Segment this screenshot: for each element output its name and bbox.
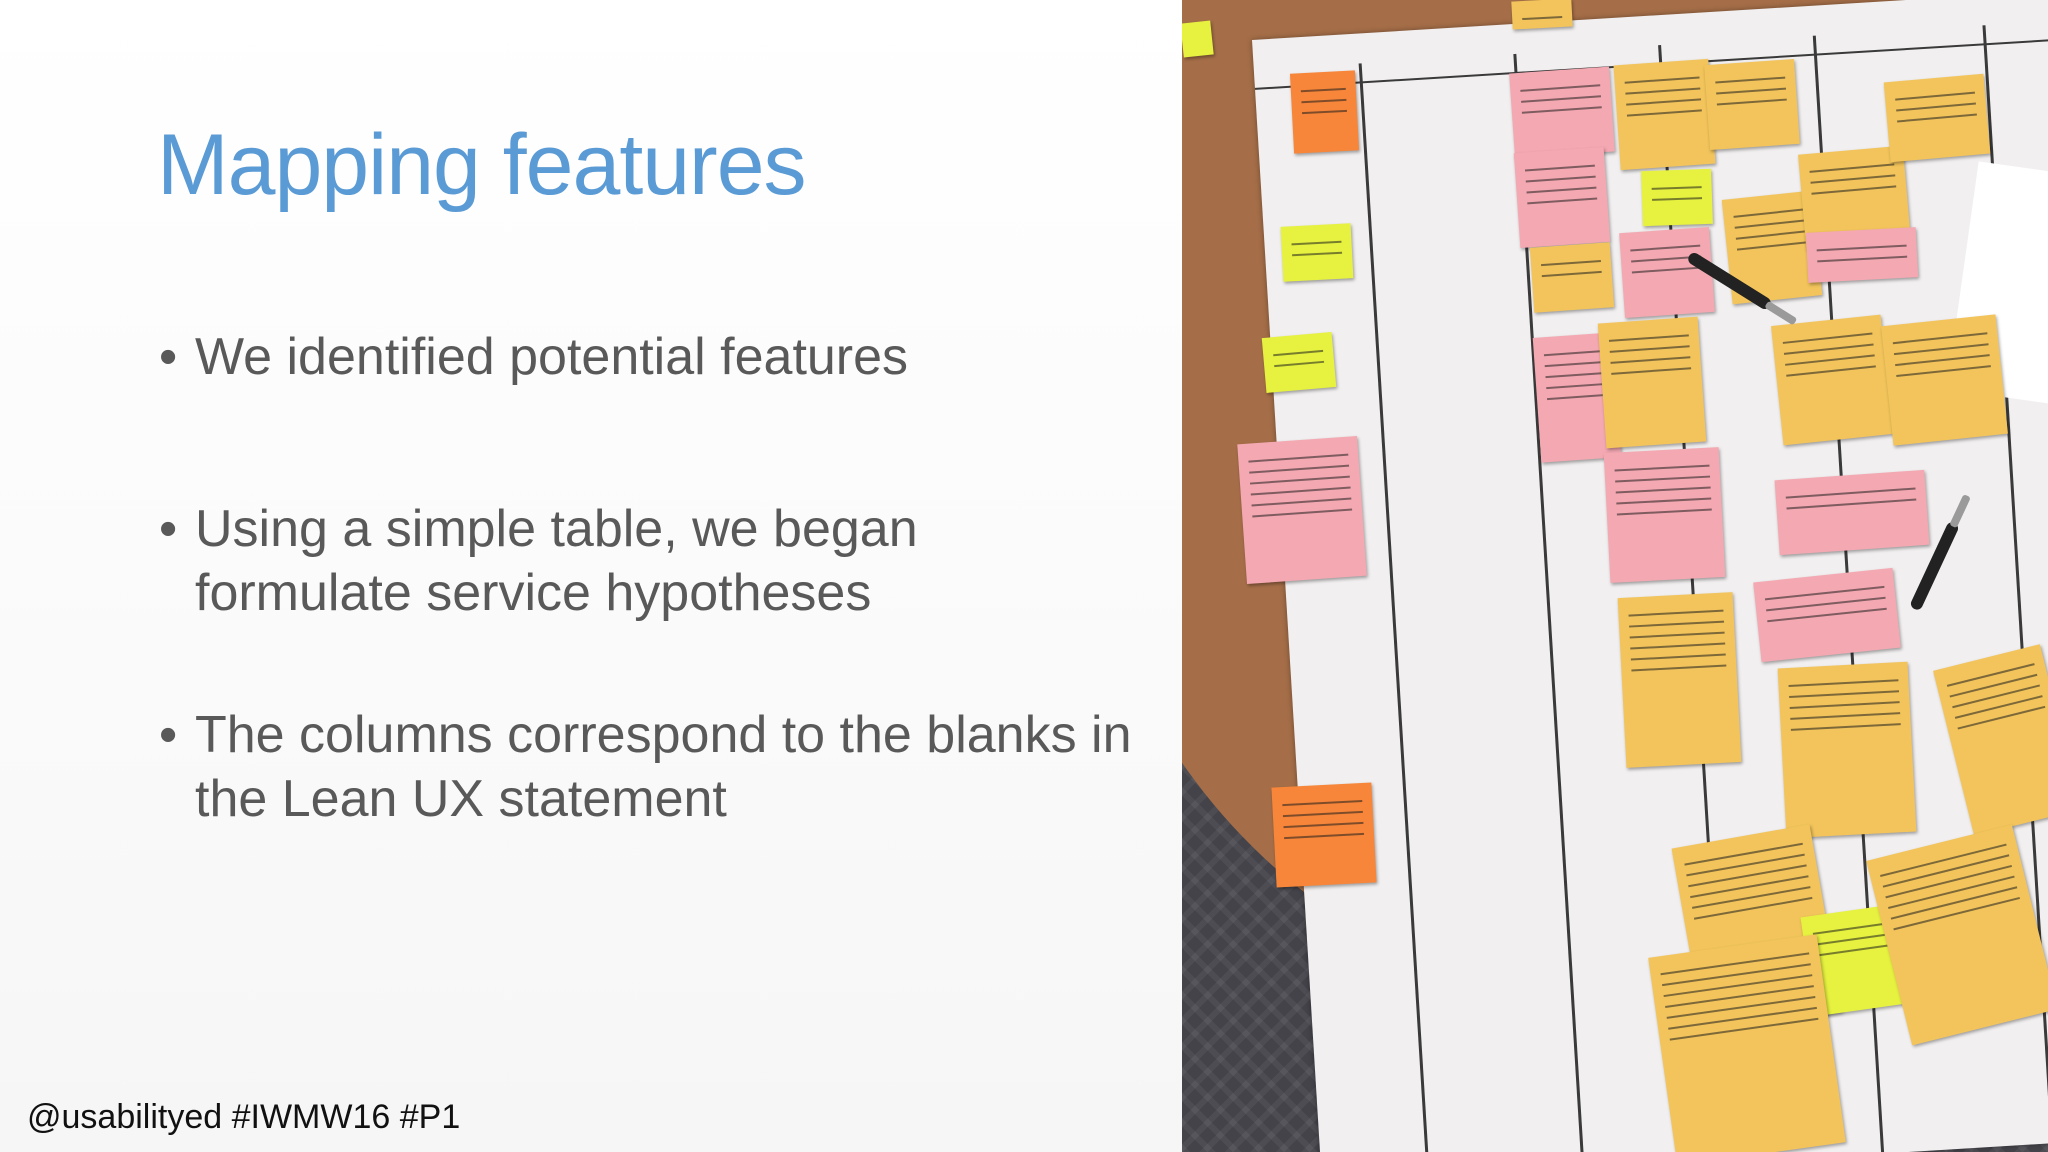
sticky-note — [1289, 70, 1360, 154]
bullet-text: Using a simple table, we began formulate… — [195, 500, 918, 622]
sticky-note — [1641, 168, 1713, 227]
sticky-note — [1280, 223, 1354, 282]
sticky-note — [1613, 58, 1716, 171]
sticky-note — [1237, 435, 1367, 585]
bullet-glyph: • — [159, 328, 178, 386]
sticky-note — [1261, 332, 1337, 393]
sticky-note — [1648, 934, 1846, 1152]
sticky-note — [1881, 314, 2008, 446]
slide-title: Mapping features — [157, 117, 807, 213]
sticky-note — [1619, 226, 1715, 319]
sticky-notes-photo — [1182, 0, 2048, 1152]
sticky-note — [1597, 316, 1707, 449]
sticky-note — [1513, 146, 1611, 249]
sticky-note — [1704, 58, 1800, 151]
sticky-note — [1603, 447, 1726, 583]
column-divider — [1358, 63, 1431, 1152]
bullet-item: • Using a simple table, we began formula… — [155, 497, 1135, 625]
bullet-text: The columns correspond to the blanks in … — [195, 706, 1132, 828]
bullet-item: • We identified potential features — [155, 325, 1135, 389]
bullet-text: We identified potential features — [195, 328, 909, 386]
bullet-list: • We identified potential features • Usi… — [155, 325, 1135, 939]
sticky-note — [1883, 73, 1991, 163]
sticky-note — [1529, 242, 1615, 313]
slide-text-panel: Mapping features • We identified potenti… — [0, 0, 1182, 1152]
sticky-note — [1509, 66, 1615, 159]
bullet-item: • The columns correspond to the blanks i… — [155, 703, 1135, 831]
sticky-note — [1182, 20, 1214, 58]
footer-hashtags: @usabilityed #IWMW16 #P1 — [27, 1098, 461, 1136]
bullet-glyph: • — [159, 706, 178, 764]
sticky-note — [1511, 0, 1573, 30]
sticky-note — [1805, 227, 1919, 283]
sticky-note — [1774, 469, 1930, 556]
sticky-note — [1753, 567, 1901, 663]
sticky-note — [1271, 782, 1377, 888]
sticky-note — [1617, 592, 1742, 768]
sticky-note — [1777, 661, 1917, 839]
bullet-glyph: • — [159, 500, 178, 558]
sticky-note — [1771, 314, 1893, 446]
